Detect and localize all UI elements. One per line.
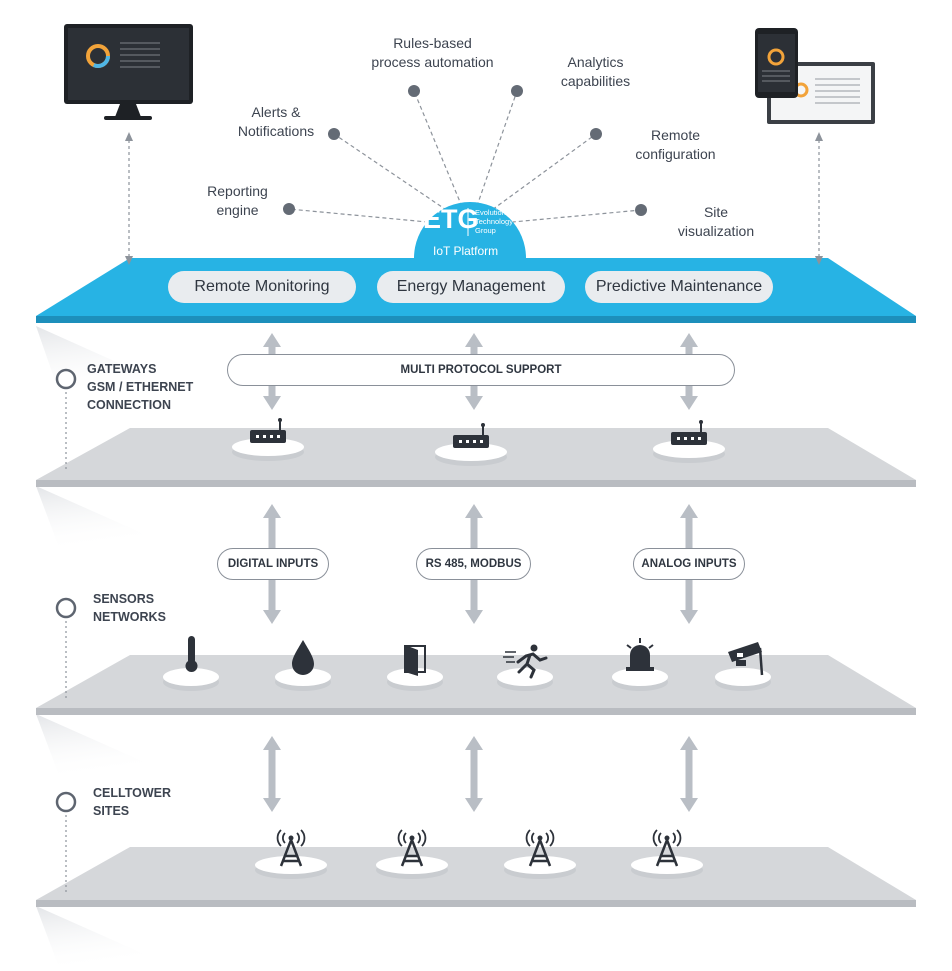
feature-dot <box>283 203 295 215</box>
screen-text-line <box>815 96 860 98</box>
feature-dot <box>511 85 523 97</box>
gateway-router-icon <box>453 423 489 448</box>
monitor-stand <box>115 104 141 117</box>
monitor-base <box>104 116 152 120</box>
platform-name: IoT Platform <box>433 244 499 258</box>
company-name-line: Group <box>475 226 496 235</box>
layer-shadow <box>36 906 180 970</box>
screen-text-line <box>120 60 160 62</box>
layer-edge <box>36 708 916 715</box>
screen-text-line <box>815 78 860 80</box>
device-link-arrow <box>815 132 823 141</box>
door-icon <box>404 645 426 676</box>
pedestal-top <box>435 443 507 461</box>
feature-dot <box>328 128 340 140</box>
screen-donut-chart <box>767 48 785 66</box>
module-remote-monitoring: Remote Monitoring <box>168 271 356 303</box>
bidirectional-arrow <box>680 736 698 812</box>
pedestal-top <box>376 856 448 874</box>
layer-shadow <box>36 486 180 550</box>
screen-donut-chart <box>86 44 110 68</box>
pedestal-top <box>653 440 725 458</box>
protocol-rs485-modbus: RS 485, MODBUS <box>416 548 531 580</box>
platform-logo-disc <box>414 202 526 258</box>
screen-text-line <box>815 102 860 104</box>
layer-marker-circle <box>55 368 77 390</box>
device-link-arrow <box>125 132 133 141</box>
module-energy-management: Energy Management <box>377 271 565 303</box>
feature-dot <box>635 204 647 216</box>
pedestal-top <box>232 438 304 456</box>
layer-shadow <box>36 714 180 778</box>
screen-text-line <box>120 66 160 68</box>
layer-marker-circle <box>55 597 77 619</box>
platform-edge <box>36 316 916 323</box>
pedestal-top <box>163 668 219 686</box>
pedestal-top <box>612 668 668 686</box>
pedestal-top <box>387 668 443 686</box>
screen-text-line <box>815 84 860 86</box>
celltower-layer <box>36 847 916 900</box>
pedestal-top <box>275 668 331 686</box>
feature-dot <box>408 85 420 97</box>
security-camera-icon <box>728 642 764 676</box>
spoke-line <box>469 133 597 227</box>
layer-label-gateways: GATEWAYS GSM / ETHERNET CONNECTION <box>87 362 194 412</box>
gateway-router-icon <box>250 418 286 443</box>
protocol-analog-inputs: ANALOG INPUTS <box>633 548 745 580</box>
logo-mark: ETG <box>423 204 479 234</box>
layer-label-celltower: CELLTOWER SITES <box>93 786 172 818</box>
screen-text-line <box>762 80 790 82</box>
protocol-multi-protocol-support: MULTI PROTOCOL SUPPORT <box>227 354 735 386</box>
device-link-arrow <box>815 256 823 265</box>
screen-text-line <box>762 70 790 72</box>
pedestal-top <box>497 668 553 686</box>
alarm-siren-icon <box>626 638 654 671</box>
device-link-arrow <box>125 256 133 265</box>
gateway-router-icon <box>671 420 707 445</box>
layer-marker-circle <box>55 791 77 813</box>
screen-text-line <box>120 54 160 56</box>
water-drop-icon <box>292 640 314 675</box>
cell-tower-icon <box>525 829 555 867</box>
cell-tower-icon <box>276 829 306 867</box>
monitor-screen <box>68 28 189 100</box>
thermometer-icon <box>185 636 198 672</box>
layer-label-sensors: SENSORS NETWORKS <box>93 592 166 624</box>
screen-text-line <box>120 48 160 50</box>
feature-dot <box>590 128 602 140</box>
motion-sensor-icon <box>503 644 548 679</box>
spoke-line <box>333 133 471 227</box>
pedestal-top <box>631 856 703 874</box>
bidirectional-arrow <box>465 736 483 812</box>
screen-text-line <box>762 75 790 77</box>
pedestal-top <box>504 856 576 874</box>
module-predictive-maintenance: Predictive Maintenance <box>585 271 773 303</box>
layer-edge <box>36 480 916 487</box>
pedestal-top <box>255 856 327 874</box>
company-name-line: Technology <box>475 217 513 226</box>
pedestal-top <box>715 668 771 686</box>
cell-tower-icon <box>397 829 427 867</box>
layer-edge <box>36 900 916 907</box>
sensors-layer <box>36 655 916 708</box>
feature-label: Alerts &Notifications <box>237 104 315 139</box>
cell-tower-icon <box>652 829 682 867</box>
screen-text-line <box>815 90 860 92</box>
screen-text-line <box>120 42 160 44</box>
protocol-digital-inputs: DIGITAL INPUTS <box>217 548 329 580</box>
bidirectional-arrow <box>263 736 281 812</box>
company-name-line: Evolution <box>475 208 506 217</box>
